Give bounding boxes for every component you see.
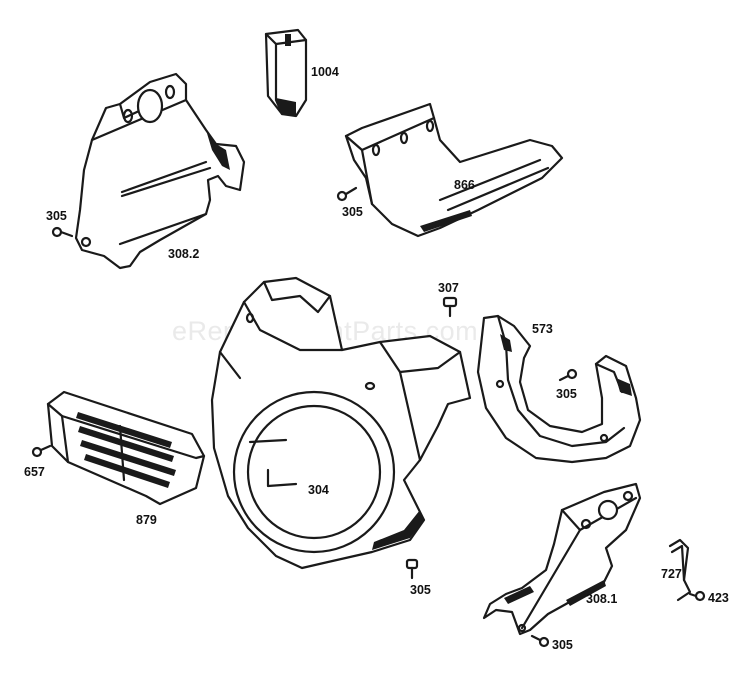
screw-423[interactable] <box>688 590 706 602</box>
callout-657: 657 <box>24 465 45 479</box>
screw-305-bottom[interactable] <box>405 558 419 580</box>
callout-305-top-mid: 305 <box>342 205 363 219</box>
callout-308-2: 308.2 <box>168 247 199 261</box>
callout-305-right: 305 <box>556 387 577 401</box>
callout-879: 879 <box>136 513 157 527</box>
screw-305-top-left[interactable] <box>51 226 74 238</box>
callout-305-top-left: 305 <box>46 209 67 223</box>
callout-305-bottom: 305 <box>410 583 431 597</box>
part-879-grille[interactable] <box>46 390 206 506</box>
part-727-link-wire[interactable] <box>668 538 692 602</box>
callout-423: 423 <box>708 591 729 605</box>
callout-866: 866 <box>454 178 475 192</box>
part-1004-bracket[interactable] <box>264 28 308 118</box>
part-308-1-air-guide[interactable] <box>482 482 642 636</box>
callout-305-bottom-right: 305 <box>552 638 573 652</box>
part-304-blower-housing[interactable] <box>210 276 472 570</box>
callout-573: 573 <box>532 322 553 336</box>
screw-307[interactable] <box>442 296 458 318</box>
part-573-cylinder-shield[interactable] <box>476 314 642 464</box>
callout-1004: 1004 <box>311 65 339 79</box>
callout-307: 307 <box>438 281 459 295</box>
callout-727: 727 <box>661 567 682 581</box>
screw-657[interactable] <box>31 444 52 458</box>
part-866-upper-shroud[interactable] <box>344 102 564 238</box>
screw-305-top-mid[interactable] <box>336 186 358 202</box>
part-308-2-air-baffle[interactable] <box>74 72 246 270</box>
callout-304: 304 <box>308 483 329 497</box>
screw-305-right[interactable] <box>558 368 578 382</box>
callout-308-1: 308.1 <box>586 592 617 606</box>
screw-305-bottom-right[interactable] <box>530 634 550 648</box>
